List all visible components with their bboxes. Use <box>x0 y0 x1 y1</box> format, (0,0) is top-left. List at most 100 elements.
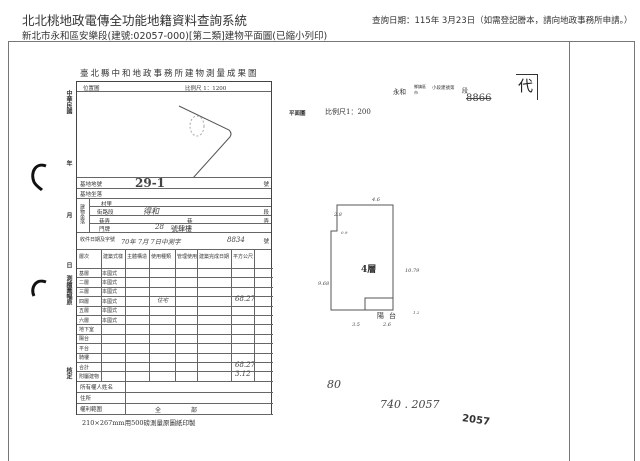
col-line <box>231 249 232 381</box>
table-header: 層次 <box>79 254 90 260</box>
row-line <box>77 391 273 393</box>
floor-level: 合計 <box>79 364 90 371</box>
side-label: 中華民國 <box>65 90 72 114</box>
floor-level: 四層 <box>79 298 90 305</box>
building-no: 8866 <box>466 93 492 104</box>
floor-level: 地下室 <box>79 326 95 333</box>
table-header: 建築式樣 <box>103 254 124 260</box>
document-title: 臺北縣中和地政事務所建物測量成果圖 <box>80 69 259 79</box>
lane-mid: 巷 <box>187 219 193 225</box>
floor-level: 三層 <box>79 289 90 296</box>
col-line <box>254 249 255 381</box>
floor-plan <box>330 204 394 311</box>
row-line <box>77 380 273 382</box>
building-loc-label: 建物坐落 <box>79 204 85 224</box>
balcony-label: 陽台 <box>377 312 401 320</box>
form-caption: 210×267mm用500磅測量原圖紙印製 <box>82 419 196 427</box>
building-no-label: 小段建號第 <box>432 86 455 91</box>
number-suffix: 號肆樓 <box>171 225 192 233</box>
dim-label: 2.8 <box>334 212 342 218</box>
floor-style: 本國式 <box>102 298 118 305</box>
side-label: 月 <box>65 212 72 218</box>
location-scale: 比例尺 1：1200 <box>185 86 227 92</box>
location-map-sketch <box>178 105 232 178</box>
floor-style: 本國式 <box>102 279 118 286</box>
handwritten-note: 80 <box>327 378 341 391</box>
query-date: 查詢日期：115年 3月23日（如需登記謄本，請向地政事務所申請。） <box>372 16 633 26</box>
floor-area: 68.27 <box>235 361 256 369</box>
floor-level: 基層 <box>79 270 90 277</box>
document-frame <box>8 41 635 461</box>
col-line <box>197 249 198 381</box>
dim-label: 0.9 <box>341 230 348 235</box>
side-label: 日 <box>65 262 72 268</box>
floor-level: 二層 <box>79 279 90 286</box>
village-label: 村里 <box>101 202 113 208</box>
table-header: 使用種類 <box>151 254 172 260</box>
number-label: 門牌 <box>99 227 111 233</box>
floor-area: 3.12 <box>235 370 251 379</box>
frame-divider <box>569 41 570 461</box>
row-line <box>77 413 273 415</box>
rights-label: 權利範圍 <box>80 406 103 413</box>
col-line <box>125 249 126 381</box>
floor-level: 六層 <box>79 317 90 324</box>
number-value: 28 <box>155 223 164 231</box>
document-subtitle: 新北市永和區安樂段(建號:02057-000)[第二類]建物平面圖(已縮小列印) <box>22 31 328 42</box>
table-header: 主體構造 <box>127 254 148 260</box>
dim-label: 3.5 <box>352 322 360 328</box>
floor-level: 附屬建物 <box>79 373 100 380</box>
handwritten-note: 740 . 2057 <box>380 398 440 411</box>
road-label: 街路段 <box>97 210 114 216</box>
dim-label: 2.6 <box>383 322 391 328</box>
floor-level: 陽台 <box>79 336 90 343</box>
floor-style: 本國式 <box>102 308 118 315</box>
dim-label: 4.6 <box>372 197 380 203</box>
dim-label: 1.2 <box>413 310 420 315</box>
owner-label: 所有權人姓名 <box>80 384 114 391</box>
table-header: 平方公尺 <box>233 254 254 260</box>
side-label: 核定 <box>65 367 72 379</box>
floor-style: 本國式 <box>102 317 118 324</box>
floor-use: 住宅 <box>157 298 169 305</box>
col-line <box>101 249 102 381</box>
site-label: 基地坐落 <box>80 192 103 198</box>
floor-style: 本國式 <box>102 289 118 296</box>
floor-label: 4層 <box>361 265 377 275</box>
floor-area: 68.27 <box>235 295 256 304</box>
plan-scale: 比例尺1：200 <box>325 108 371 116</box>
binding-marks <box>31 163 47 297</box>
location-map-label: 位置圖 <box>83 86 100 92</box>
plan-district: 永和 <box>393 88 406 96</box>
lot-label: 基地地號 <box>80 182 103 188</box>
district-suffix: 鄉鎮區市 <box>414 84 426 95</box>
receipt-suffix: 號 <box>263 239 269 245</box>
floor-style: 本國式 <box>102 270 118 277</box>
col-line <box>125 380 126 414</box>
stamp: 代 <box>516 74 538 100</box>
side-label: 測繪圖幅原 <box>65 275 72 305</box>
col-line <box>149 249 150 381</box>
dim-label: 10.79 <box>405 268 420 274</box>
rights-value: 全部 <box>155 406 228 414</box>
app-title: 北北桃地政電傳全功能地籍資料查詢系統 <box>22 13 248 28</box>
receipt-label: 收件日期及字號 <box>80 237 116 243</box>
table-header: 建築完成日期 <box>199 254 230 260</box>
address-label: 住所 <box>80 395 92 402</box>
floor-level: 騎樓 <box>79 355 90 362</box>
lot-suffix: 號 <box>263 182 269 188</box>
lot-value: 29-1 <box>135 176 166 190</box>
floor-level: 五層 <box>79 308 90 315</box>
table-header: 管理使用 <box>177 254 198 260</box>
side-label: 年 <box>65 160 72 166</box>
road-suffix: 段 <box>263 210 269 216</box>
dim-label: 9.68 <box>318 281 330 287</box>
section-label: 段 <box>462 88 469 95</box>
floor-level: 平台 <box>79 345 90 352</box>
survey-form: 位置圖 比例尺 1：1200 基地地號 29-1 號 基地坐落 建物坐落 村里 … <box>76 81 273 415</box>
lane-label: 巷弄 <box>99 219 111 225</box>
receipt-no: 8834 <box>227 236 245 244</box>
col-line <box>175 249 176 381</box>
receipt-value: 70年 7月 7日中測字 <box>121 238 181 246</box>
lane-suffix: 弄 <box>263 219 269 225</box>
